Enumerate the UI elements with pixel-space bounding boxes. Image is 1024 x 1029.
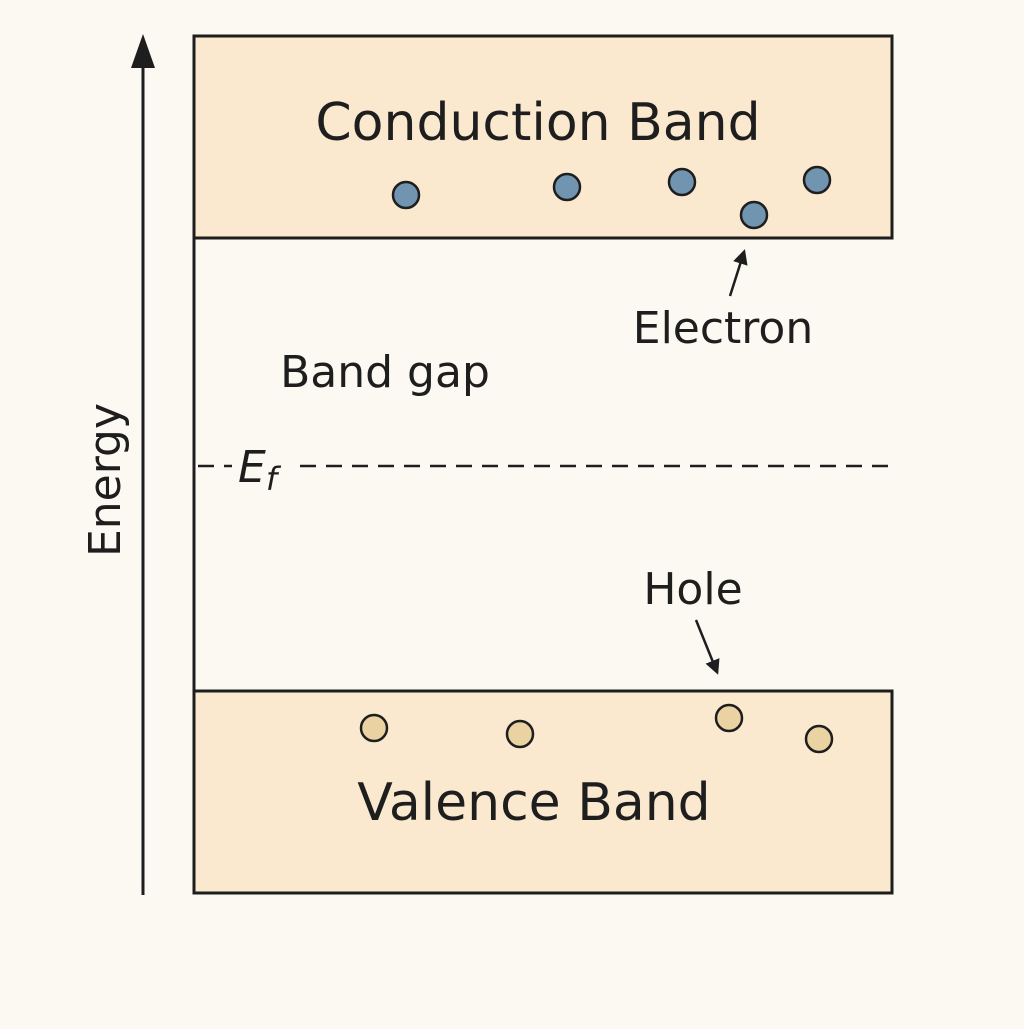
conduction-band: Conduction Band: [192, 34, 894, 240]
hole-1: [359, 713, 389, 743]
valence-band-label: Valence Band: [357, 773, 710, 833]
electrons: [391, 165, 832, 230]
electron-label: Electron: [633, 303, 813, 354]
conduction-band-box: [192, 34, 894, 240]
electron-pointer-arrow: [728, 249, 748, 297]
hole-3: [714, 703, 744, 733]
energy-axis-label: Energy: [80, 403, 131, 557]
electron-annotation: Electron: [633, 249, 813, 354]
hole-annotation: Hole: [643, 564, 743, 675]
fermi-level: Ef: [198, 442, 892, 498]
electron-4: [802, 165, 832, 195]
hole-4: [804, 724, 834, 754]
energy-axis-arrowhead: [131, 34, 155, 68]
fermi-level-symbol: E: [238, 442, 266, 493]
conduction-band-label: Conduction Band: [315, 93, 760, 153]
fermi-level-subscript: f: [266, 460, 282, 498]
valence-band-box: [192, 689, 894, 895]
energy-axis: Energy: [80, 34, 155, 895]
electron-5: [739, 200, 769, 230]
electron-3: [667, 167, 697, 197]
electron-2: [552, 172, 582, 202]
hole-pointer-arrow: [694, 619, 720, 675]
hole-2: [505, 719, 535, 749]
band-gap-label: Band gap: [280, 347, 490, 398]
fermi-level-label: Ef: [238, 442, 282, 498]
hole-label: Hole: [643, 564, 742, 615]
holes: [359, 703, 834, 754]
electron-1: [391, 180, 421, 210]
valence-band: Valence Band: [192, 689, 894, 895]
